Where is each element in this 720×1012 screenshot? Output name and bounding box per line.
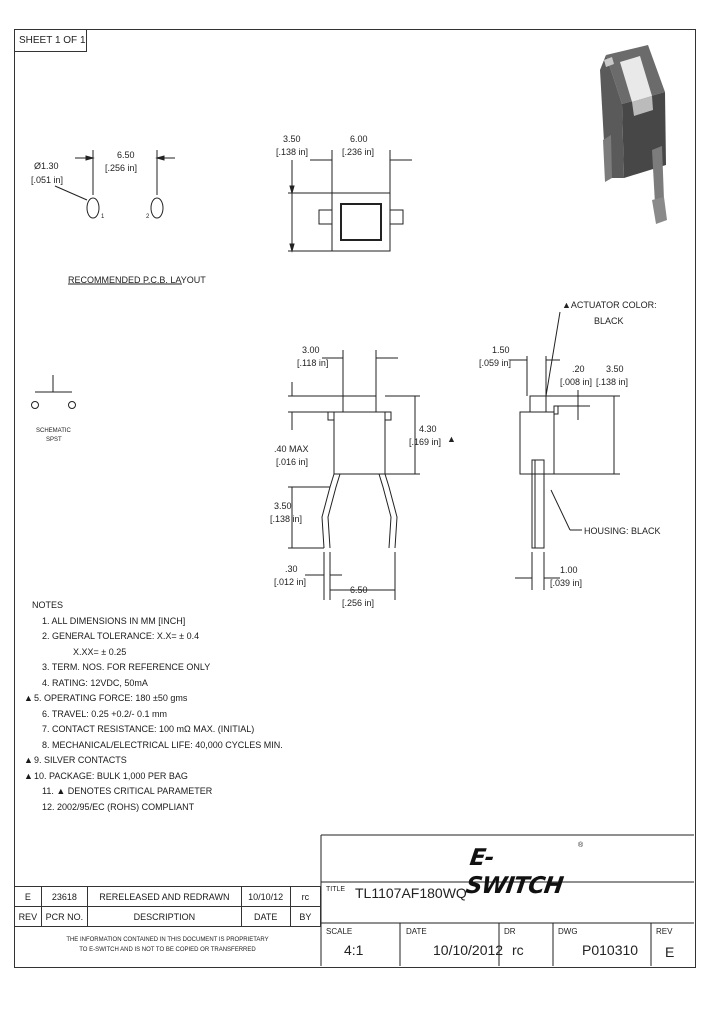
top-view xyxy=(288,150,412,253)
revision-row: E 23618 RERELEASED AND REDRAWN 10/10/12 … xyxy=(14,886,322,907)
product-3d-render xyxy=(600,45,667,224)
description-header: DESCRIPTION xyxy=(87,906,242,927)
scale-value: 4:1 xyxy=(344,942,364,958)
pcb-hole-dia-in: [.051 in] xyxy=(31,175,64,185)
revision-label: REV xyxy=(656,927,673,936)
side-c-in: [.138 in] xyxy=(596,377,629,387)
note-item: 11. ▲ DENOTES CRITICAL PARAMETER xyxy=(42,786,213,796)
logo-registered-mark: ® xyxy=(578,842,584,849)
note-item: X.XX= ± 0.25 xyxy=(73,646,127,657)
pcr-cell: 23618 xyxy=(40,886,89,907)
pcb-pitch-mm: 6.50 xyxy=(117,150,135,160)
rev-header: REV xyxy=(14,906,42,927)
note-item-critical: ▲5. OPERATING FORCE: 180 ±50 gms xyxy=(24,693,188,703)
revision-table: E 23618 RERELEASED AND REDRAWN 10/10/12 … xyxy=(14,886,322,927)
title-label: TITLE xyxy=(326,886,346,893)
proprietary-notice-2: TO E-SWITCH AND IS NOT TO BE COPIED OR T… xyxy=(79,947,256,953)
part-number-title: TL1107AF180WQ xyxy=(355,885,467,901)
drawn-by-label: DR xyxy=(504,927,516,936)
by-header: BY xyxy=(289,906,322,927)
side-c-mm: 3.50 xyxy=(606,364,624,374)
schematic-type: SPST xyxy=(46,437,62,443)
note-item: 3. TERM. NOS. FOR REFERENCE ONLY xyxy=(42,662,211,672)
proprietary-notice-1: THE INFORMATION CONTAINED IN THIS DOCUME… xyxy=(66,937,269,943)
side-b-in: [.008 in] xyxy=(560,377,593,387)
note-item: 2. GENERAL TOLERANCE: X.X= ± 0.4 xyxy=(42,631,200,641)
front-maxh-mm: .40 MAX xyxy=(274,444,309,454)
notes-block: NOTES 1. ALL DIMENSIONS IN MM [INCH] 2. … xyxy=(24,598,283,815)
schematic-label: SCHEMATIC xyxy=(36,428,71,434)
front-view xyxy=(288,350,420,600)
front-w-in: [.118 in] xyxy=(297,358,329,368)
note-item: 12. 2002/95/EC (ROHS) COMPLIANT xyxy=(42,801,195,812)
side-d-mm: 1.00 xyxy=(560,565,578,575)
side-a-in: [.059 in] xyxy=(479,358,512,368)
schematic-symbol xyxy=(31,375,76,409)
front-pitch-mm: 6.50 xyxy=(350,585,368,595)
note-item: 1. ALL DIMENSIONS IN MM [INCH] xyxy=(42,615,186,626)
top-dim1-in: [.138 in] xyxy=(276,147,309,157)
note-item-critical: ▲10. PACKAGE: BULK 1,000 PER BAG xyxy=(24,770,188,781)
pcb-hole-dia-mm: Ø1.30 xyxy=(34,161,59,171)
side-a-mm: 1.50 xyxy=(492,345,510,355)
front-h-in: [.169 in] xyxy=(409,437,442,447)
sheet-label-box xyxy=(14,29,87,52)
drawing-frame xyxy=(14,29,696,968)
front-pin-in: [.138 in] xyxy=(270,514,303,524)
front-h-mm: 4.30 xyxy=(419,424,437,434)
pcb-pin2: 2 xyxy=(146,214,150,220)
side-view xyxy=(510,311,620,590)
note-item: 7. CONTACT RESISTANCE: 100 mΩ MAX. (INIT… xyxy=(42,724,255,734)
revision-header: REV PCR NO. DESCRIPTION DATE BY xyxy=(14,906,322,927)
side-d-in: [.039 in] xyxy=(550,578,583,588)
pcr-header: PCR NO. xyxy=(40,906,89,927)
by-cell: rc xyxy=(289,886,322,907)
date-label: DATE xyxy=(406,927,427,936)
date-cell: 10/10/12 xyxy=(240,886,291,907)
pcb-caption: RECOMMENDED P.C.B. LAYOUT xyxy=(68,275,206,285)
drawing-number-label: DWG xyxy=(558,927,578,936)
drawing-number-value: P010310 xyxy=(582,942,639,958)
front-pin-mm: 3.50 xyxy=(274,501,292,511)
front-t-mm: .30 xyxy=(285,564,298,574)
front-w-mm: 3.00 xyxy=(302,345,320,355)
side-actuator-color: ▲ACTUATOR COLOR: xyxy=(562,300,657,310)
notes-title: NOTES xyxy=(32,600,64,610)
front-maxh-in: [.016 in] xyxy=(276,457,309,467)
revision-value: E xyxy=(665,944,675,960)
note-item: 8. MECHANICAL/ELECTRICAL LIFE: 40,000 CY… xyxy=(42,739,283,750)
rev-cell: E xyxy=(14,886,42,907)
front-t-in: [.012 in] xyxy=(274,577,307,587)
front-pitch-in: [.256 in] xyxy=(342,598,375,608)
top-dim2-in: [.236 in] xyxy=(342,147,375,157)
title-block-lines xyxy=(320,834,694,966)
sheet-label: SHEET 1 OF 1 xyxy=(19,35,86,46)
logo-wordmark: E-SWITCH xyxy=(464,845,565,899)
scale-label: SCALE xyxy=(326,927,353,936)
company-logo: E-SWITCH ® xyxy=(464,840,586,899)
pcb-layout xyxy=(54,150,182,285)
side-b-mm: .20 xyxy=(572,364,585,374)
description-cell: RERELEASED AND REDRAWN xyxy=(87,886,242,907)
front-h-critical: ▲ xyxy=(447,434,456,444)
note-item: 4. RATING: 12VDC, 50mA xyxy=(42,677,148,688)
date-header: DATE xyxy=(240,906,291,927)
top-dim1-mm: 3.50 xyxy=(283,134,301,144)
side-housing: HOUSING: BLACK xyxy=(584,526,661,536)
date-value: 10/10/2012 xyxy=(433,942,504,958)
top-dim2-mm: 6.00 xyxy=(350,134,368,144)
note-item: 6. TRAVEL: 0.25 +0.2/- 0.1 mm xyxy=(42,708,167,719)
pcb-pitch-in: [.256 in] xyxy=(105,163,138,173)
drawn-by-value: rc xyxy=(512,942,524,958)
pcb-pin1: 1 xyxy=(101,214,105,220)
side-actuator-color-value: BLACK xyxy=(594,316,624,326)
note-item-critical: ▲9. SILVER CONTACTS xyxy=(24,755,127,765)
